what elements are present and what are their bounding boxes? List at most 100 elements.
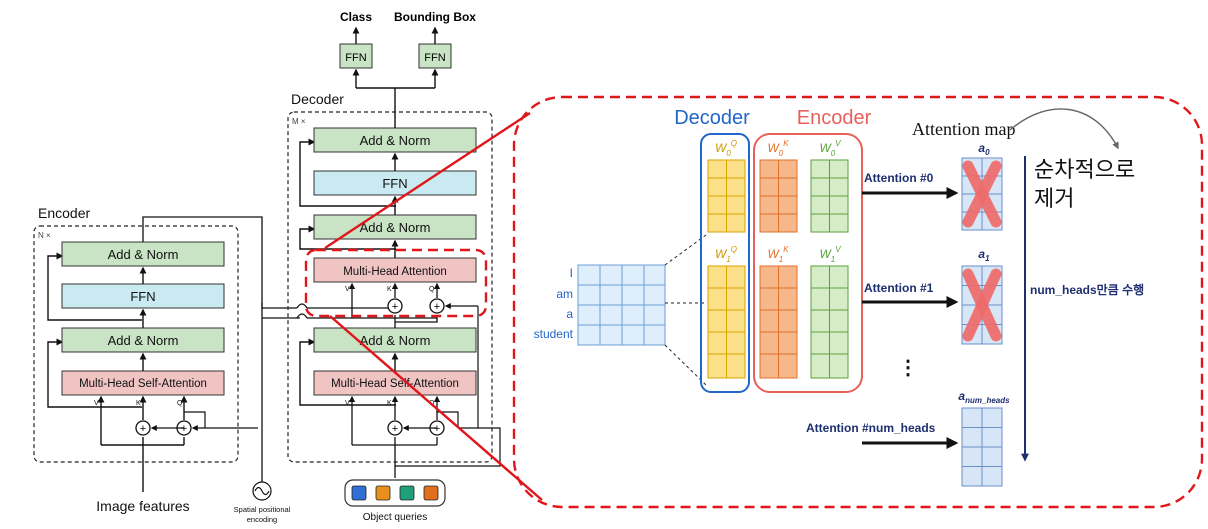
encoder-input-label: Image features — [96, 498, 189, 514]
query-token-4 — [423, 485, 439, 501]
decoder-ffn-label: FFN — [382, 176, 407, 191]
token-label-1: am — [556, 287, 573, 301]
detail-ellipsis: ⋮ — [898, 357, 918, 379]
encoder-title: Encoder — [38, 205, 90, 221]
decoder-cross-add-k — [387, 298, 403, 314]
repeat-note: num_heads만큼 수행 — [1030, 282, 1144, 297]
encoder-k-label: K — [136, 400, 141, 407]
encoder-add-norm-top-label: Add & Norm — [108, 247, 179, 262]
decoder-cross-q-label: Q — [429, 286, 435, 293]
svg-text:+: + — [181, 423, 187, 435]
wk1-label: W1K — [767, 245, 789, 264]
decoder-add-norm-mid — [313, 214, 477, 240]
decoder-self-add-k — [387, 420, 403, 436]
positional-label-1: Spatial positional — [234, 505, 291, 514]
decoder-add-norm-mid-label: Add & Norm — [360, 220, 431, 235]
encoder-ffn — [61, 283, 225, 309]
decoder-cross-k-label: K — [387, 286, 392, 293]
attention-1-label: Attention #1 — [864, 281, 934, 295]
decoder-add-norm-top-label: Add & Norm — [360, 133, 431, 148]
decoder-cross-add-q — [429, 298, 445, 314]
decoder-cross-v-label: V — [345, 286, 350, 293]
a0-label: a0 — [978, 141, 990, 157]
a1-label: a1 — [978, 247, 990, 263]
positional-encoding: Spatial positional encoding — [234, 303, 300, 524]
attention-n-label: Attention #num_heads — [806, 421, 936, 435]
box-ffn-label: FFN — [424, 52, 445, 64]
cross-attention-highlight — [304, 248, 488, 318]
class-label: Class — [340, 10, 372, 24]
positional-label-2: encoding — [247, 515, 277, 524]
object-queries-container — [344, 479, 446, 507]
zoom-line-bottom — [329, 315, 543, 501]
class-ffn-label: FFN — [345, 52, 366, 64]
object-queries-label: Object queries — [363, 512, 427, 523]
decoder-self-k-label: K — [387, 400, 392, 407]
output-heads: FFN FFN Class Bounding Box — [339, 10, 476, 128]
wv1-label: W1V — [819, 245, 841, 264]
attention-0-label: Attention #0 — [864, 171, 934, 185]
encoder-ffn-label: FFN — [130, 289, 155, 304]
encoder-add-norm-bottom-label: Add & Norm — [108, 333, 179, 348]
wk1-matrix — [759, 265, 798, 379]
svg-text:+: + — [140, 423, 146, 435]
decoder-self-v-label: V — [345, 400, 350, 407]
a0-removed-x-icon — [962, 160, 1002, 228]
svg-text:+: + — [392, 301, 398, 313]
decoder-frame — [287, 111, 493, 463]
encoder-add-k — [135, 420, 151, 436]
decoder-add-norm-bottom-label: Add & Norm — [360, 333, 431, 348]
token-label-2: a — [566, 307, 573, 321]
zoom-line-top — [324, 111, 531, 250]
token-label-0: I — [570, 266, 573, 280]
decoder-title: Decoder — [291, 91, 344, 107]
attention-map-label: Attention map — [912, 119, 1015, 139]
detail-decoder-title: Decoder — [674, 107, 750, 129]
detail-encoder-title: Encoder — [797, 107, 872, 129]
encoder-v-label: V — [94, 400, 99, 407]
encoder-q-label: Q — [177, 400, 183, 407]
wv0-label: W0V — [819, 139, 841, 158]
query-token-3 — [399, 485, 415, 501]
encoder-add-norm-top — [61, 241, 225, 267]
encoder-key-value-group — [753, 133, 863, 393]
wk0-matrix — [759, 159, 798, 233]
decoder-block: Decoder M × Add & Norm FFN Add & Norm Mu… — [287, 91, 501, 523]
decoder-self-attention-label: Multi-Head Self-Attention — [331, 378, 459, 390]
wk0-label: W0K — [767, 139, 789, 158]
decoder-cross-attention — [313, 257, 477, 283]
encoder-self-attention — [61, 370, 225, 396]
decoder-ffn — [313, 170, 477, 196]
bounding-box-label: Bounding Box — [394, 10, 476, 24]
an-label: anum_heads — [958, 389, 1010, 405]
wq0-label: W0Q — [715, 139, 737, 158]
encoder-repeat: N × — [38, 231, 51, 240]
decoder-cross-attention-label: Multi-Head Attention — [343, 266, 447, 278]
detail-panel: I am a student Decoder W0Q W1Q — [534, 107, 1144, 487]
remove-note-line2: 제거 — [1034, 186, 1074, 211]
encoder-block: Encoder N × Add & Norm FFN Add & Norm Mu… — [33, 205, 258, 514]
wq0-matrix — [707, 159, 746, 233]
decoder-self-attention — [313, 370, 477, 396]
an-matrix — [961, 407, 1003, 487]
svg-text:+: + — [434, 301, 440, 313]
token-label-3: student — [534, 327, 574, 341]
wq1-label: W1Q — [715, 245, 737, 264]
decoder-query-group — [700, 133, 750, 393]
class-ffn — [339, 43, 373, 69]
wv0-matrix — [810, 159, 849, 233]
decoder-repeat: M × — [292, 117, 306, 126]
detail-frame — [512, 95, 1204, 509]
encoder-self-attention-label: Multi-Head Self-Attention — [79, 378, 207, 390]
svg-text:+: + — [434, 423, 440, 435]
svg-text:+: + — [392, 423, 398, 435]
token-embedding-matrix — [577, 264, 666, 346]
remove-note-line1: 순차적으로 — [1034, 157, 1135, 182]
removal-curve-arrow — [1009, 108, 1119, 150]
wq1-matrix — [707, 265, 746, 379]
query-token-1 — [351, 485, 367, 501]
a1-removed-x-icon — [962, 268, 1002, 342]
box-ffn — [418, 43, 452, 69]
wv1-matrix — [810, 265, 849, 379]
